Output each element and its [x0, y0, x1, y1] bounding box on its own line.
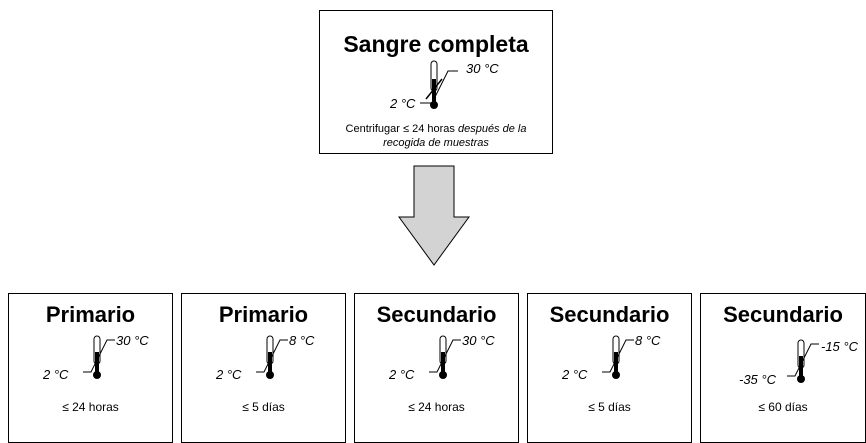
temp-low-label: 2 °C — [216, 367, 242, 382]
duration-label: ≤ 5 días — [242, 400, 285, 414]
centrifuge-note-italic: después de la recogida de muestras — [383, 123, 527, 149]
temp-high-label: 30 °C — [466, 61, 499, 76]
duration-label: ≤ 60 días — [758, 400, 808, 414]
box-title: Secundario — [723, 302, 843, 327]
thermometer-icon — [256, 335, 288, 379]
box-title: Primario — [218, 302, 309, 327]
thermometer-icon — [429, 335, 461, 379]
storage-box-primary-refrigerated: Primario 8 °C 2 °C ≤ 5 días — [181, 293, 346, 443]
thermometer-icon — [425, 60, 443, 109]
storage-box-secondary-ambient: Secundario 30 °C 2 °C ≤ 24 horas — [354, 293, 519, 443]
storage-box-primary-ambient: Primario 30 °C 2 °C ≤ 24 horas — [8, 293, 173, 443]
temp-high-label: 30 °C — [462, 333, 495, 348]
box-title: Secundario — [376, 302, 497, 327]
box-title: Secundario — [549, 302, 670, 327]
storage-box-secondary-refrigerated: Secundario 8 °C 2 °C ≤ 5 días — [527, 293, 692, 443]
temp-high-label: 8 °C — [635, 333, 661, 348]
temp-high-label: -15 °C — [821, 339, 858, 354]
temp-low-label: 2 °C — [390, 96, 416, 111]
whole-blood-title: Sangre completa — [343, 31, 529, 57]
temp-high-label: 8 °C — [289, 333, 315, 348]
temp-low-label: 2 °C — [43, 367, 69, 382]
temp-low-label: 2 °C — [389, 367, 415, 382]
thermometer-icon — [787, 339, 819, 383]
down-arrow-icon — [398, 165, 470, 266]
storage-box-secondary-frozen: Secundario -15 °C -35 °C ≤ 60 días — [700, 293, 866, 443]
thermometer-icon — [602, 335, 634, 379]
temp-high-label: 30 °C — [116, 333, 149, 348]
duration-label: ≤ 24 horas — [408, 400, 465, 414]
duration-label: ≤ 24 horas — [62, 400, 119, 414]
centrifuge-note: Centrifugar ≤ 24 horas después de la rec… — [330, 122, 542, 150]
box-title: Primario — [45, 302, 136, 327]
temp-low-label: 2 °C — [562, 367, 588, 382]
centrifuge-note-plain: Centrifugar ≤ 24 horas — [345, 123, 458, 135]
thermometer-icon — [83, 335, 115, 379]
temp-low-label: -35 °C — [739, 372, 776, 387]
whole-blood-box: Sangre completa 30 °C 2 °C Centrifugar ≤… — [319, 10, 553, 154]
range-line — [420, 70, 458, 104]
duration-label: ≤ 5 días — [588, 400, 631, 414]
